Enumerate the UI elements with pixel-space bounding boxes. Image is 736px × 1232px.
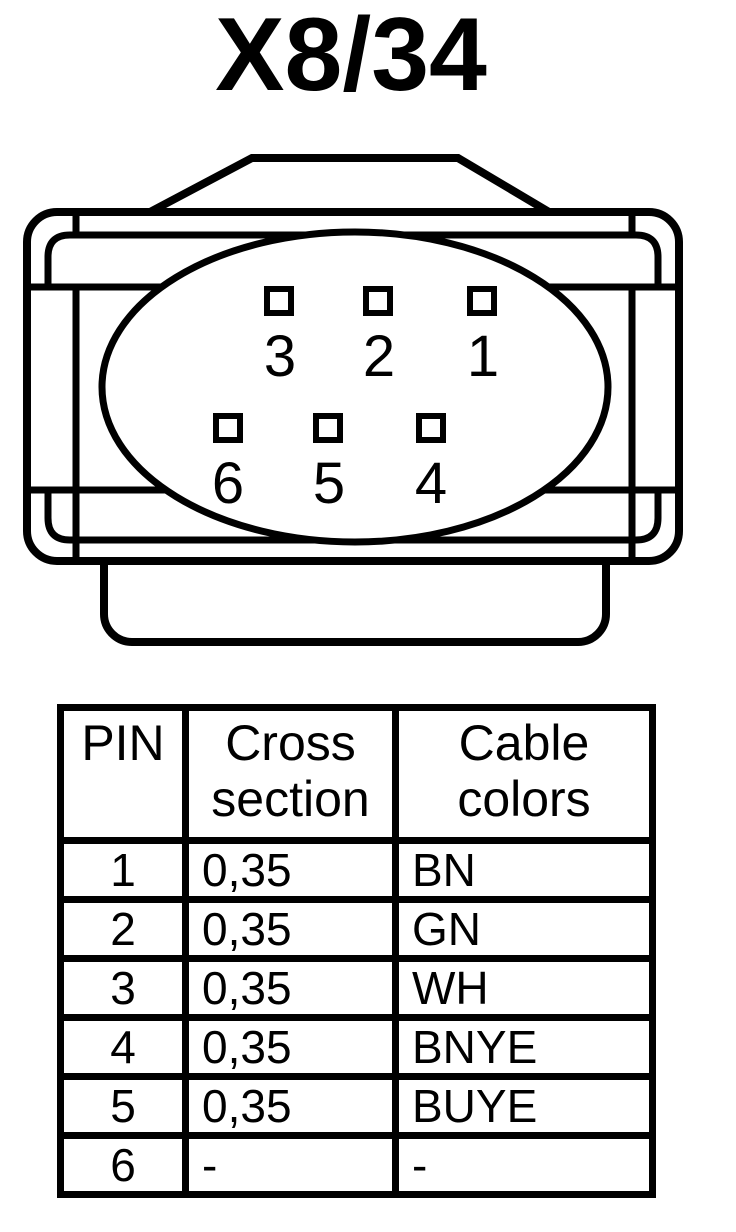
cross-section-cell: 0,35	[182, 837, 399, 903]
pin-label-1: 1	[467, 324, 499, 389]
cross-section-cell: 0,35	[182, 896, 399, 962]
pin-number-cell: 5	[57, 1073, 189, 1139]
connector-oval-face	[98, 228, 612, 546]
connector-key-trapezoid	[148, 154, 564, 216]
pin-number-cell: 2	[57, 896, 189, 962]
pin-number-cell: 1	[57, 837, 189, 903]
pin-cavity-2	[363, 286, 393, 316]
table-row: 5 0,35 BUYE	[57, 1073, 656, 1139]
table-row: 1 0,35 BN	[57, 837, 656, 903]
pin-label-5: 5	[313, 451, 345, 516]
cross-section-cell: -	[182, 1132, 399, 1198]
cross-section-cell: 0,35	[182, 1073, 399, 1139]
cable-color-cell: GN	[392, 896, 656, 962]
pin-number-cell: 4	[57, 1014, 189, 1080]
cable-color-cell: BUYE	[392, 1073, 656, 1139]
pin-label-2: 2	[363, 324, 395, 389]
pin-cavity-6	[213, 413, 243, 443]
connector-title: X8/34	[215, 0, 487, 113]
connector-front-view-diagram: 3 2 1 6 5 4	[23, 154, 683, 646]
header-cross-section: Cross section	[182, 704, 399, 844]
cross-section-cell: 0,35	[182, 955, 399, 1021]
table-row: 3 0,35 WH	[57, 955, 656, 1021]
pin-number-cell: 6	[57, 1132, 189, 1198]
table-row: 6 - -	[57, 1132, 656, 1198]
pin-cavity-3	[264, 286, 294, 316]
cable-color-cell: BNYE	[392, 1014, 656, 1080]
pin-cavity-1	[467, 286, 497, 316]
pin-cavity-4	[416, 413, 446, 443]
cable-color-cell: BN	[392, 837, 656, 903]
pin-number-cell: 3	[57, 955, 189, 1021]
pin-label-6: 6	[212, 451, 244, 516]
pinout-table: PIN Cross section Cable colors 1 0,35 BN…	[57, 704, 656, 1198]
pin-label-4: 4	[415, 451, 447, 516]
pin-cavity-5	[313, 413, 343, 443]
header-cable-colors: Cable colors	[392, 704, 656, 844]
table-header-row: PIN Cross section Cable colors	[57, 704, 656, 844]
pin-label-3: 3	[264, 324, 296, 389]
cross-section-cell: 0,35	[182, 1014, 399, 1080]
header-pin: PIN	[57, 704, 189, 844]
cable-color-cell: -	[392, 1132, 656, 1198]
cable-color-cell: WH	[392, 955, 656, 1021]
table-row: 4 0,35 BNYE	[57, 1014, 656, 1080]
table-row: 2 0,35 GN	[57, 896, 656, 962]
